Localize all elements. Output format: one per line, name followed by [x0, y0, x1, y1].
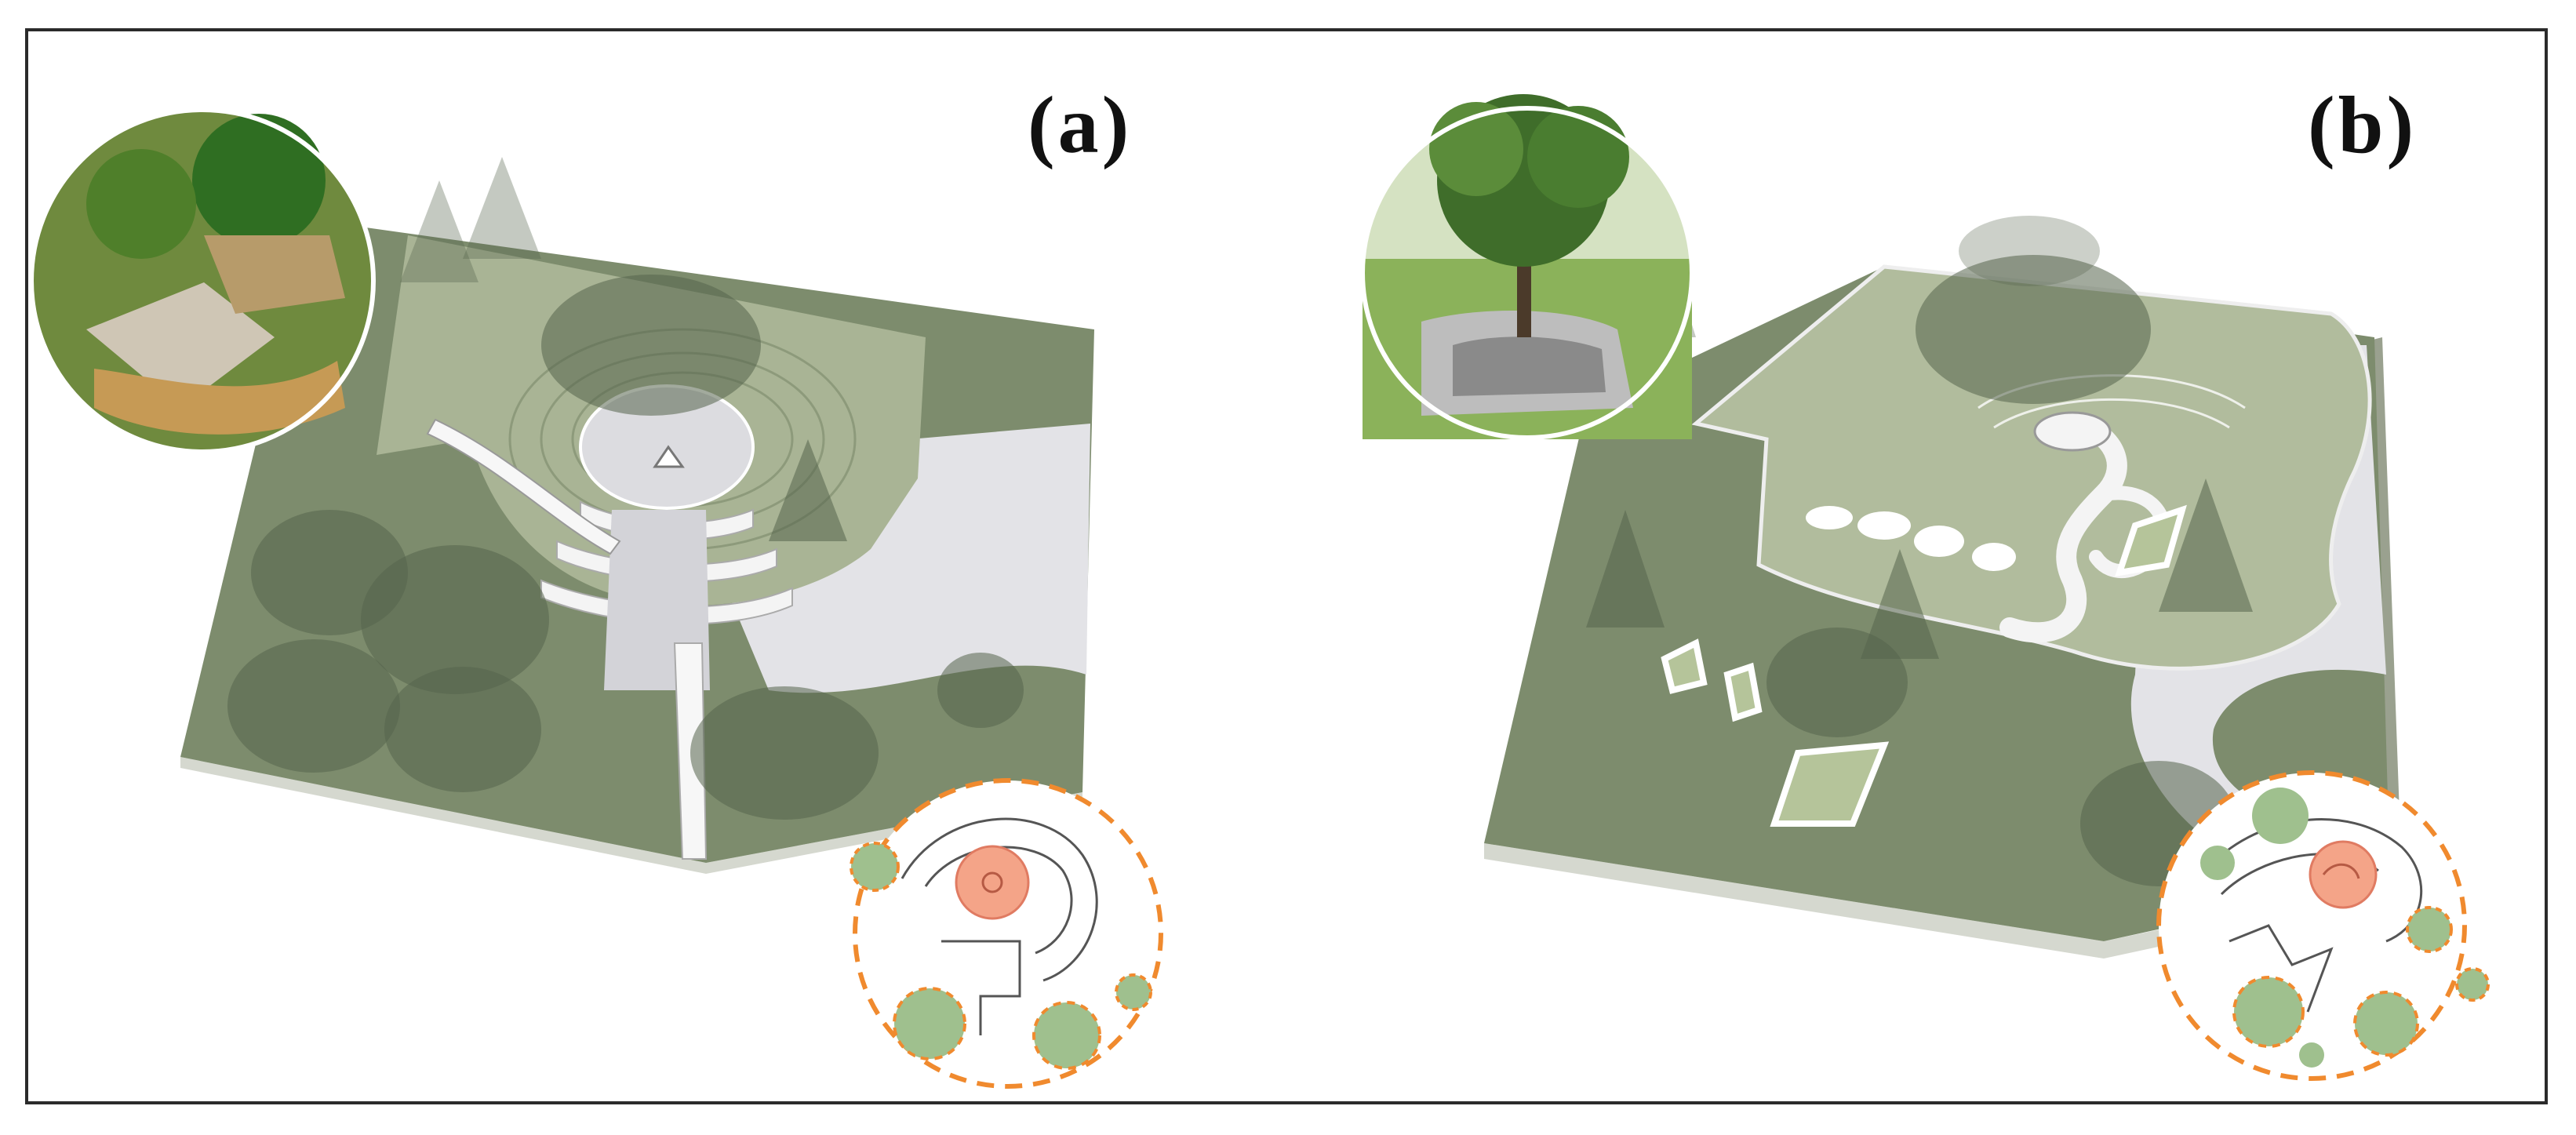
tree-canopy [541, 275, 761, 416]
conifer-tree [463, 157, 541, 259]
tree-canopy [937, 653, 1024, 728]
tree-canopy [1916, 255, 2151, 404]
planter [1723, 662, 1763, 722]
stepping-stones [1806, 506, 2016, 571]
site-slab-edge [180, 757, 1082, 874]
tree-canopies [227, 157, 1024, 820]
contour-line [1993, 398, 2230, 429]
conifer-tree [2159, 478, 2253, 612]
panel-a-drawing [29, 107, 1163, 1089]
tree-canopy [384, 667, 541, 792]
conifer-tree [769, 439, 847, 541]
panel-label-a: (a) [1028, 80, 1133, 170]
rendering-photo-inset [1360, 94, 1694, 440]
key-plan-b [2156, 770, 2490, 1081]
tree-canopy [690, 686, 879, 820]
aerial-photo-inset [29, 107, 376, 454]
tree-canopy [227, 639, 400, 773]
planter [2115, 504, 2187, 577]
conifer-tree [400, 180, 478, 282]
planter [1770, 741, 1890, 827]
panel-b: (b) [1288, 0, 2576, 1135]
center-marker [653, 445, 685, 468]
central-platform [2033, 411, 2112, 452]
panel-b-drawing [1360, 94, 2490, 1081]
entry-path [673, 642, 708, 860]
planter [1661, 638, 1708, 694]
conifer-tree [1586, 510, 1665, 628]
conifer-tree [1861, 549, 1939, 659]
ramp-path [426, 418, 621, 555]
tree-canopy [361, 545, 549, 694]
panel-a: (a) [29, 80, 1163, 1089]
panel-label-b: (b) [2308, 80, 2418, 170]
winding-path [1999, 413, 2127, 643]
tree-canopy [1959, 216, 2100, 286]
key-plan-a [850, 778, 1163, 1089]
